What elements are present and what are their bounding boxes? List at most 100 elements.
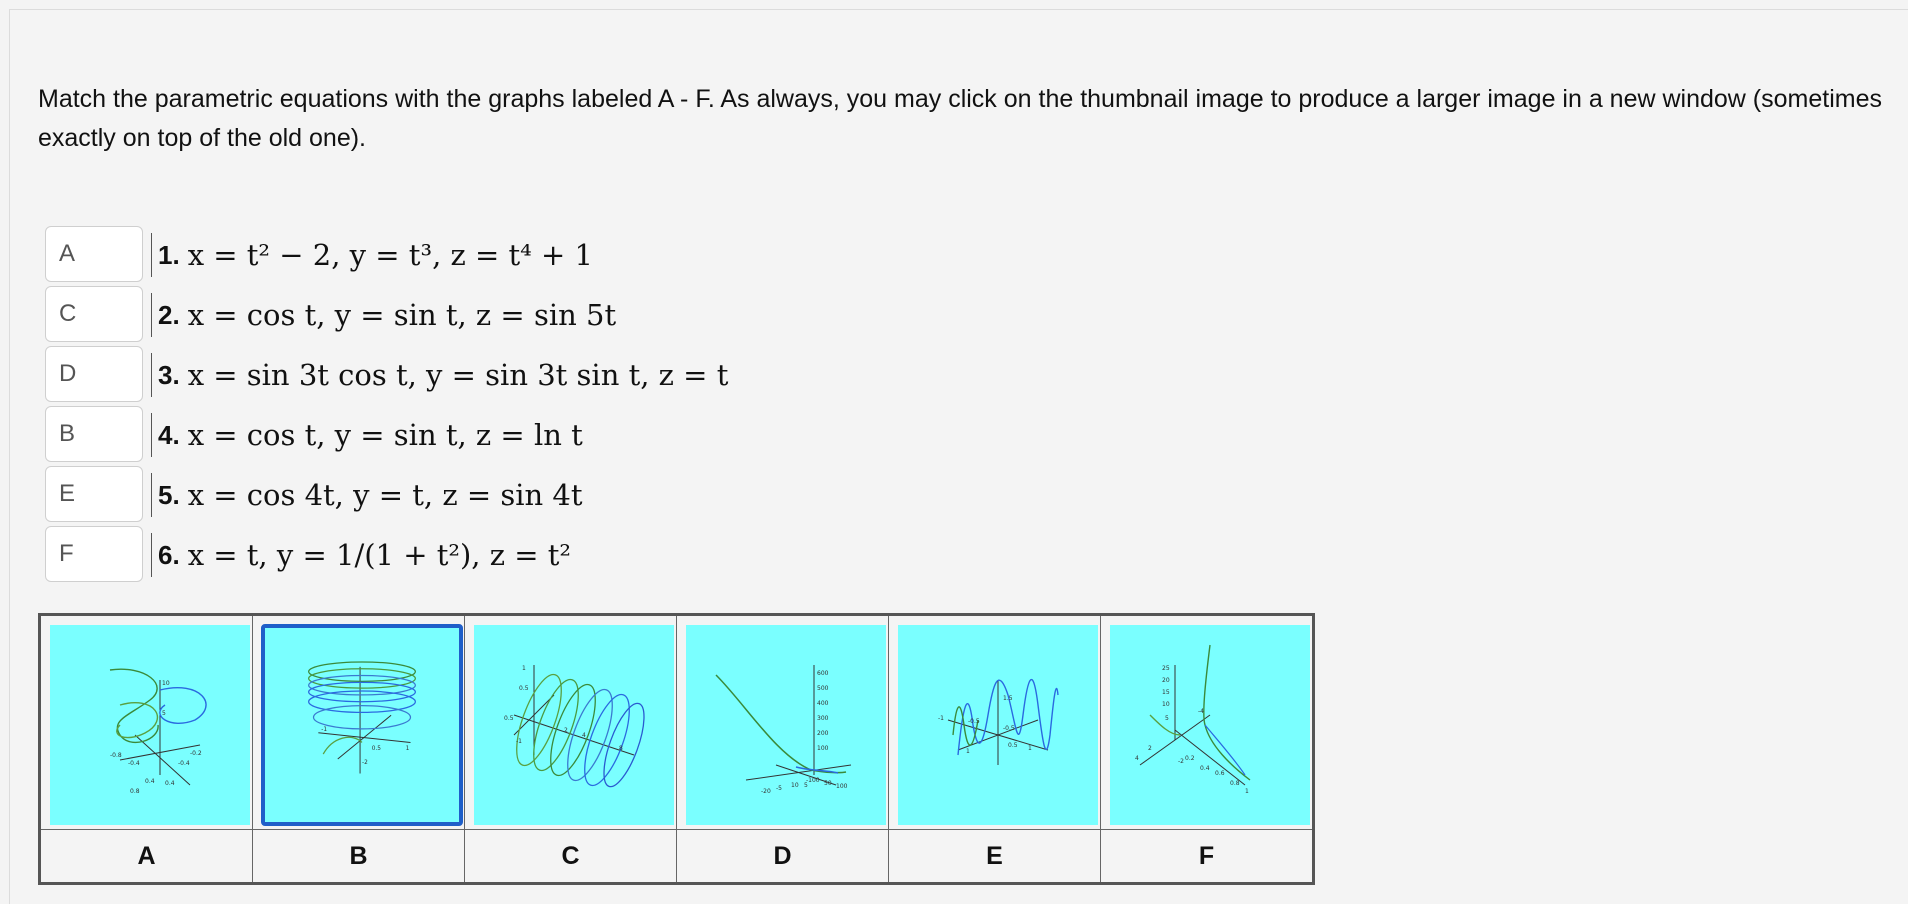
equation: 1. x = t² − 2, y = t³, z = t⁴ + 1	[151, 233, 593, 277]
svg-text:5: 5	[162, 710, 166, 717]
svg-text:400: 400	[817, 700, 829, 707]
graph-e-plot: -1 -0.5 1.5 -0.5 0.5 1 1	[938, 679, 1059, 765]
svg-text:-0.4: -0.4	[128, 760, 140, 767]
svg-text:-20: -20	[761, 788, 771, 795]
equation-number: 1.	[158, 239, 180, 270]
equation-number: 2.	[158, 299, 180, 330]
graph-label-a: A	[39, 829, 253, 884]
svg-text:0.4: 0.4	[145, 778, 155, 785]
svg-text:0.2: 0.2	[1185, 755, 1195, 762]
equation: 3. x = sin 3t cos t, y = sin 3t sin t, z…	[151, 353, 728, 397]
svg-text:0.5: 0.5	[519, 685, 529, 692]
equation-number: 5.	[158, 479, 180, 510]
equation-text: x = sin 3t cos t, y = sin 3t sin t, z = …	[187, 358, 729, 392]
svg-text:-2: -2	[1178, 758, 1184, 765]
svg-text:100: 100	[817, 745, 829, 752]
graph-thumbnail-e[interactable]: -1 -0.5 1.5 -0.5 0.5 1 1	[898, 625, 1098, 825]
svg-text:15: 15	[1162, 689, 1170, 696]
svg-text:0.5: 0.5	[504, 715, 514, 722]
svg-text:25: 25	[1162, 665, 1170, 672]
svg-text:4: 4	[1135, 755, 1139, 762]
equation: 6. x = t, y = 1/(1 + t²), z = t²	[151, 533, 571, 577]
svg-text:2: 2	[1148, 745, 1152, 752]
svg-text:0.8: 0.8	[130, 788, 140, 795]
graph-label-d: D	[676, 829, 889, 884]
svg-text:-5: -5	[776, 785, 782, 792]
svg-text:-4: -4	[1198, 708, 1204, 715]
svg-text:1: 1	[406, 746, 410, 752]
svg-text:-1: -1	[321, 727, 327, 733]
equation-text: x = t, y = 1/(1 + t²), z = t²	[187, 538, 572, 572]
svg-text:1: 1	[966, 748, 970, 755]
graph-label-b: B	[252, 829, 465, 884]
equation-number: 3.	[158, 359, 180, 390]
equation-text: x = cos t, y = sin t, z = ln t	[187, 418, 583, 452]
svg-text:10: 10	[162, 680, 170, 687]
graph-cell-e: -1 -0.5 1.5 -0.5 0.5 1 1	[888, 614, 1101, 830]
svg-text:0.4: 0.4	[165, 780, 175, 787]
svg-text:0.4: 0.4	[1200, 765, 1210, 772]
equation: 4. x = cos t, y = sin t, z = ln t	[151, 413, 583, 457]
answer-input-5[interactable]	[45, 466, 143, 522]
graph-label-e: E	[888, 829, 1101, 884]
svg-text:10: 10	[1162, 701, 1170, 708]
answer-input-6[interactable]	[45, 526, 143, 582]
equation: 2. x = cos t, y = sin t, z = sin 5t	[151, 293, 616, 337]
svg-text:50: 50	[824, 780, 832, 787]
answer-input-3[interactable]	[45, 346, 143, 402]
svg-text:0.8: 0.8	[1230, 780, 1240, 787]
svg-text:600: 600	[817, 670, 829, 677]
svg-text:-0.5: -0.5	[968, 718, 980, 725]
question-panel: Match the parametric equations with the …	[9, 9, 1908, 904]
graph-thumbnail-d[interactable]: 600 500 400 300 200 100 -100 -20 -5 10 5 50 100	[686, 625, 886, 825]
equation: 5. x = cos 4t, y = t, z = sin 4t	[151, 473, 583, 517]
svg-text:0.6: 0.6	[1215, 770, 1225, 777]
graph-cell-d: 600 500 400 300 200 100 -100 -20 -5 10 5 50 100	[676, 614, 889, 830]
svg-text:1.5: 1.5	[1003, 695, 1013, 702]
svg-text:-1: -1	[938, 715, 944, 722]
svg-text:300: 300	[817, 715, 829, 722]
answer-input-1[interactable]	[45, 226, 143, 282]
answer-input-4[interactable]	[45, 406, 143, 462]
graph-c-plot: 10.50.5 248 -1	[504, 665, 645, 788]
svg-text:-0.8: -0.8	[110, 752, 122, 759]
graph-label-f: F	[1100, 829, 1314, 884]
equation-text: x = t² − 2, y = t³, z = t⁴ + 1	[187, 238, 593, 272]
svg-text:1: 1	[1028, 745, 1032, 752]
svg-text:2: 2	[564, 727, 568, 734]
svg-text:100: 100	[836, 783, 848, 790]
svg-text:0.5: 0.5	[1008, 742, 1018, 749]
equation-text: x = cos 4t, y = t, z = sin 4t	[187, 478, 583, 512]
equation-number: 4.	[158, 419, 180, 450]
svg-text:5: 5	[1165, 715, 1169, 722]
svg-text:-0.5: -0.5	[1003, 725, 1015, 732]
svg-text:1: 1	[522, 665, 526, 672]
svg-text:8: 8	[619, 745, 623, 752]
equation-text: x = cos t, y = sin t, z = sin 5t	[187, 298, 617, 332]
answer-input-2[interactable]	[45, 286, 143, 342]
equation-number: 6.	[158, 539, 180, 570]
svg-text:5: 5	[804, 782, 808, 789]
svg-text:20: 20	[1162, 677, 1170, 684]
svg-text:500: 500	[817, 685, 829, 692]
graph-d-plot: 600 500 400 300 200 100 -100 -20 -5 10 5 50 100	[715, 665, 852, 795]
svg-text:10: 10	[791, 782, 799, 789]
svg-text:-0.4: -0.4	[178, 760, 190, 767]
svg-text:-1: -1	[516, 738, 522, 745]
graph-label-c: C	[464, 829, 677, 884]
graph-b-plot: -10.5 1-2	[308, 661, 416, 774]
svg-text:-2: -2	[362, 760, 368, 766]
svg-text:200: 200	[817, 730, 829, 737]
svg-text:-100: -100	[806, 777, 820, 784]
